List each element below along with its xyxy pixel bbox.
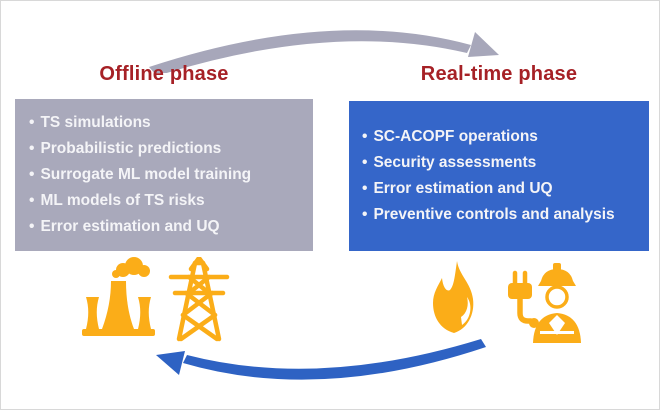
realtime-item-list: SC-ACOPF operations Security assessments… <box>362 124 641 228</box>
offline-icons <box>82 257 230 342</box>
offline-phase-box: TS simulations Probabilistic predictions… <box>15 99 313 251</box>
cycle-arrow-top-icon <box>149 30 499 73</box>
nuclear-plant-icon <box>82 257 155 336</box>
offline-item-list: TS simulations Probabilistic predictions… <box>29 110 303 240</box>
flame-icon <box>433 261 474 333</box>
offline-item: Surrogate ML model training <box>29 162 303 188</box>
realtime-item: Preventive controls and analysis <box>362 202 641 228</box>
realtime-phase-title: Real-time phase <box>420 63 578 85</box>
cycle-arrow-bottom-icon <box>156 339 486 380</box>
offline-phase-title: Offline phase <box>99 63 229 85</box>
offline-item: Probabilistic predictions <box>29 136 303 162</box>
realtime-item: Security assessments <box>362 150 641 176</box>
transmission-tower-icon <box>168 257 230 342</box>
realtime-icons <box>433 261 581 343</box>
realtime-item: SC-ACOPF operations <box>362 124 641 150</box>
worker-plug-icon <box>508 263 581 343</box>
realtime-item: Error estimation and UQ <box>362 176 641 202</box>
offline-item: Error estimation and UQ <box>29 214 303 240</box>
offline-item: ML models of TS risks <box>29 188 303 214</box>
realtime-phase-box: SC-ACOPF operations Security assessments… <box>349 101 649 251</box>
offline-item: TS simulations <box>29 110 303 136</box>
